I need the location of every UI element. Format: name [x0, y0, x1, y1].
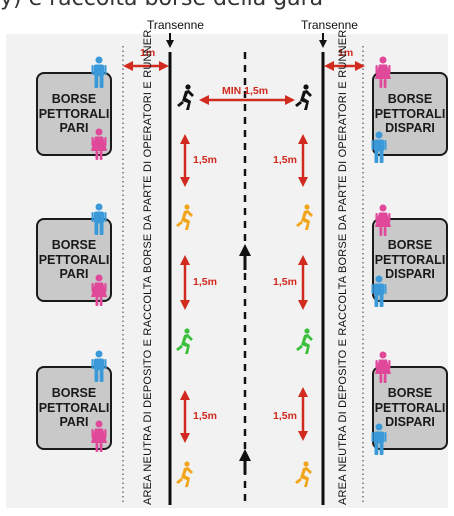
barrier-label-left: Transenne — [147, 18, 204, 32]
runner-icon — [295, 461, 312, 487]
label-dist-3: 1,5m — [193, 276, 217, 288]
operator-blue-icon — [91, 203, 107, 235]
operator-blue-icon — [371, 131, 387, 163]
runner-icon — [296, 328, 313, 354]
operator-blue-icon — [91, 56, 107, 88]
operator-pink-icon — [375, 56, 391, 88]
label-dist-2: 1,5m — [273, 154, 297, 166]
zone-label: BORSE PETTORALI DISPARI — [374, 386, 446, 430]
zone-label: BORSE PETTORALI PARI — [38, 386, 110, 430]
operator-blue-icon — [371, 275, 387, 307]
operator-blue-icon — [91, 350, 107, 382]
operator-pink-icon — [91, 128, 107, 160]
label-dist-4: 1,5m — [273, 276, 297, 288]
label-dist-5: 1,5m — [193, 410, 217, 422]
runner-icon — [176, 461, 193, 487]
operator-blue-icon — [371, 423, 387, 455]
runner-icon — [177, 84, 194, 110]
operator-pink-icon — [375, 351, 391, 383]
operator-pink-icon — [91, 274, 107, 306]
operator-pink-icon — [91, 420, 107, 452]
barrier-label-right: Transenne — [301, 18, 358, 32]
cropped-top-text: y) e raccolta borse della gara — [0, 0, 454, 10]
runner-icon — [296, 204, 313, 230]
label-min-width: MIN 1,5m — [222, 85, 269, 97]
zone-label: BORSE PETTORALI DISPARI — [374, 92, 446, 136]
label-1m-right: 1m — [338, 47, 354, 59]
zone-label: BORSE PETTORALI PARI — [38, 92, 110, 136]
runner-icon — [295, 84, 312, 110]
label-dist-1: 1,5m — [193, 154, 217, 166]
runner-icon — [176, 328, 193, 354]
zone-label: BORSE PETTORALI PARI — [38, 238, 110, 282]
label-1m-left: 1m — [140, 47, 156, 59]
zone-label: BORSE PETTORALI DISPARI — [374, 238, 446, 282]
operator-pink-icon — [375, 204, 391, 236]
label-dist-6: 1,5m — [273, 410, 297, 422]
runner-icon — [176, 204, 193, 230]
